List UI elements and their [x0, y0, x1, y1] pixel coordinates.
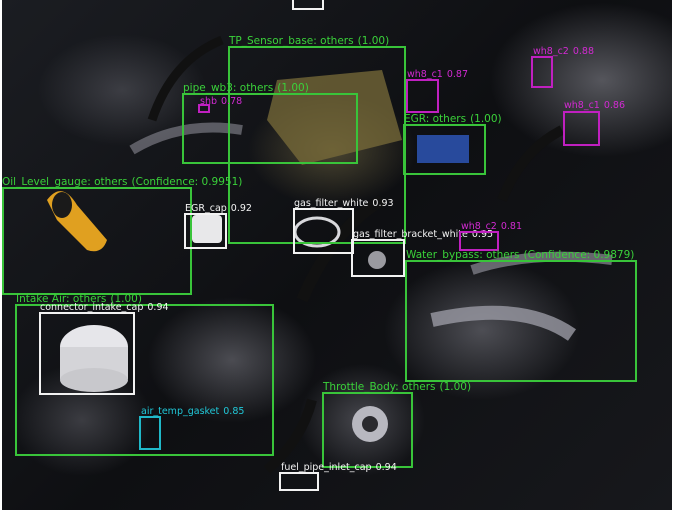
- bbox-gas-filter-bracket-white[interactable]: [351, 239, 405, 277]
- bbox-throttle-body[interactable]: [322, 392, 413, 468]
- label-tp-sensor-base: TP_Sensor_base: others(1.00): [229, 35, 390, 47]
- bbox-water-bypass[interactable]: [405, 260, 637, 382]
- label-intake-air: Intake Air: others(1.00): [16, 293, 142, 305]
- bbox-wh8-c1-b[interactable]: [563, 111, 600, 146]
- bbox-connector-intake-cap[interactable]: [39, 312, 135, 395]
- bbox-wh8-c2-a[interactable]: [531, 56, 553, 88]
- label-egr: EGR: others(1.00): [404, 113, 502, 125]
- bbox-wh8-c2-b[interactable]: [459, 231, 499, 251]
- bbox-egr[interactable]: [403, 124, 486, 175]
- bbox-air-temp-gasket[interactable]: [139, 416, 161, 450]
- label-throttle-body: Throttle_Body: others(1.00): [323, 381, 472, 393]
- engine-parts-graphic: [47, 35, 613, 474]
- bbox-gas-filter-white[interactable]: [293, 208, 354, 254]
- bbox-tp-sensor-base[interactable]: [228, 46, 406, 244]
- bbox-oil-level-gauge[interactable]: [2, 187, 192, 295]
- label-oil-level-gauge: Oil_Level_gauge: others(Confidence: 0.99…: [2, 176, 243, 188]
- bbox-egr-cap[interactable]: [184, 213, 227, 249]
- bbox-fuel-pipe-inlet-cap[interactable]: [279, 472, 319, 491]
- bbox-pipe-wb3[interactable]: [182, 93, 358, 164]
- bbox-intake-air[interactable]: [15, 304, 274, 456]
- top-marker-box: [292, 0, 324, 10]
- label-pipe-wb3: pipe_wb3: others(1.00): [183, 82, 309, 94]
- bbox-shb[interactable]: [198, 104, 210, 113]
- label-water-bypass: Water_bypass: others(Confidence: 0.9879): [406, 249, 635, 261]
- bbox-wh8-c1-a[interactable]: [406, 79, 439, 113]
- engine-bay-image: TP_Sensor_base: others(1.00) pipe_wb3: o…: [2, 0, 672, 510]
